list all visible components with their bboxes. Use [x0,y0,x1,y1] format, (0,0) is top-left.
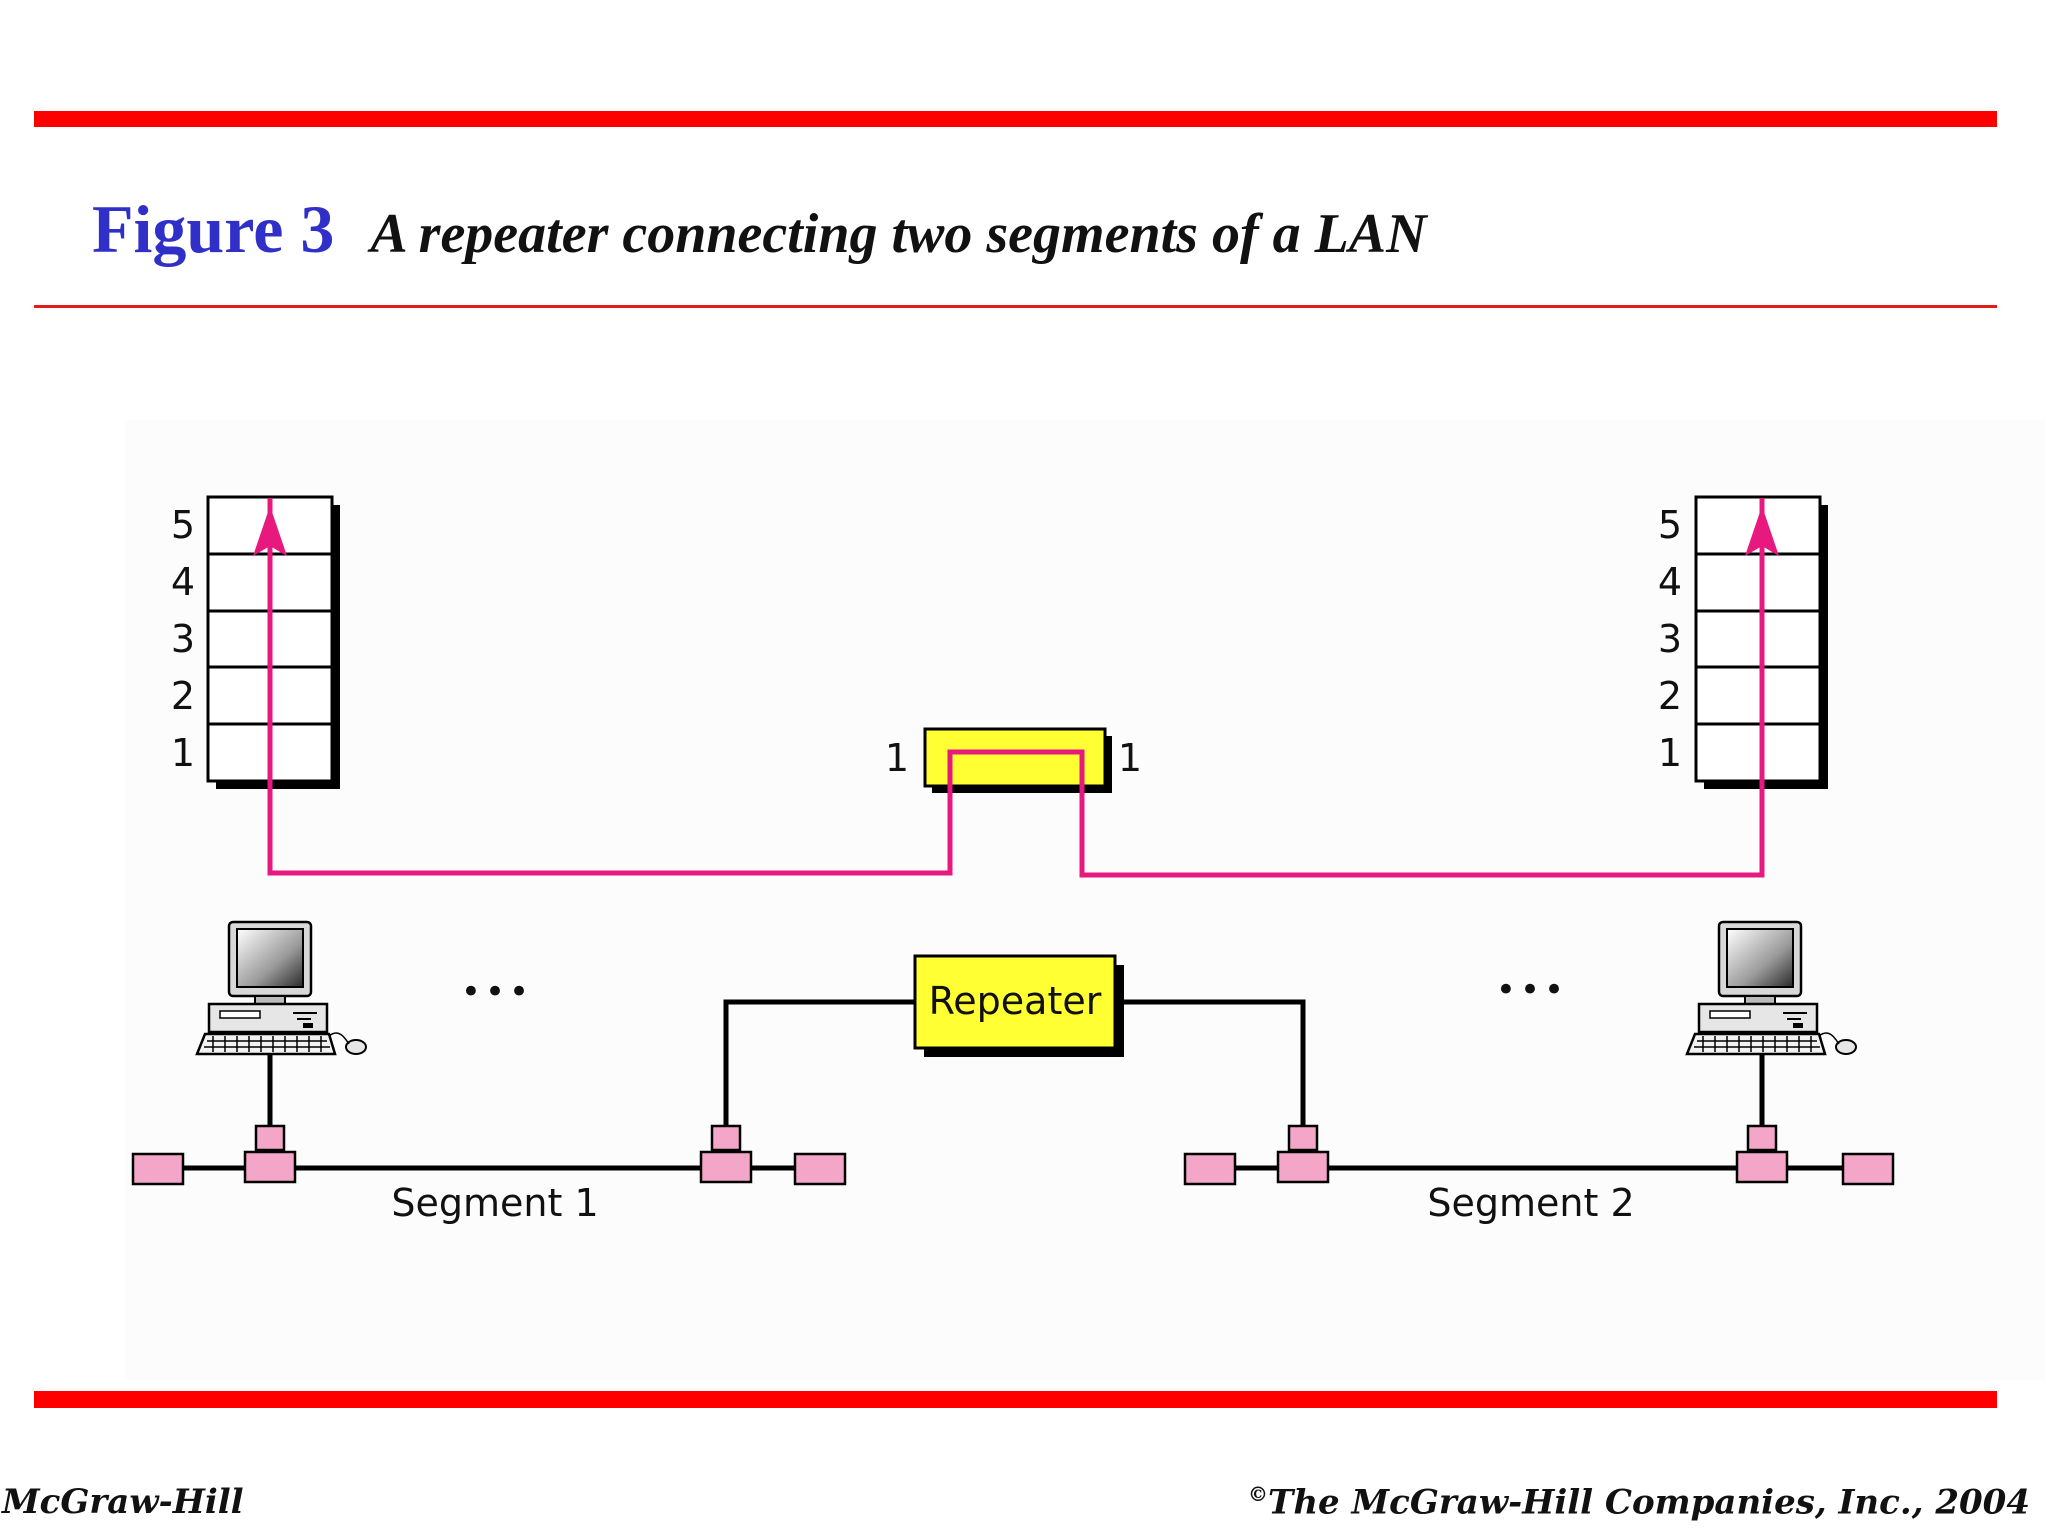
layer-1-label: 1 [1658,731,1682,775]
layer-2-label: 2 [171,674,195,718]
layer-3-label: 3 [171,617,195,661]
terminator [131,1152,185,1186]
repeater-label: Repeater [929,979,1102,1023]
up-arrow-icon [1745,506,1779,556]
repeater-layer-1-right-label: 1 [1118,736,1142,780]
copyright-notice: ©The McGraw-Hill Companies, Inc., 2004 [1248,1482,2030,1522]
segment-2-taps [1183,1124,1895,1186]
tap-connector [254,1124,286,1152]
data-flow-path [267,498,1765,878]
tap-connector [710,1124,742,1152]
tap-connector [1746,1124,1778,1152]
more-stations-ellipsis: ••• [1496,970,1568,1010]
layer-4-label: 4 [1658,560,1682,604]
segment-2-label: Segment 2 [1427,1181,1634,1225]
figure-caption: A repeater connecting two segments of a … [370,203,1427,265]
title-underline-rule [34,305,1997,308]
layer-4-label: 4 [171,560,195,604]
computer-icon [1685,920,1857,1056]
layer-1-label: 1 [171,731,195,775]
tap [699,1150,753,1184]
segment-1-taps [131,1124,847,1186]
tap-connector [1287,1124,1319,1152]
copyright-symbol: © [1248,1482,1269,1506]
layer-5-label: 5 [1658,503,1682,547]
tap [1735,1150,1789,1184]
terminator [793,1152,847,1186]
copyright-text: The McGraw-Hill Companies, Inc., 2004 [1268,1482,2030,1523]
terminator [1183,1152,1237,1186]
left-protocol-stack: 5 4 3 2 1 [171,495,340,789]
layer-3-label: 3 [1658,617,1682,661]
layer-5-label: 5 [171,503,195,547]
repeater-device: Repeater [913,954,1124,1057]
slide-title: Figure 3 A repeater connecting two segme… [92,190,1427,270]
tap [243,1150,297,1184]
more-stations-ellipsis: ••• [461,972,533,1012]
terminator [1841,1152,1895,1186]
repeater-layer-1-left-label: 1 [885,736,909,780]
publisher-logo: McGraw-Hill [2,1482,244,1522]
tap [1276,1150,1330,1184]
top-red-rule [34,111,1997,127]
figure-number: Figure 3 [92,191,335,267]
layer-2-label: 2 [1658,674,1682,718]
right-protocol-stack: 5 4 3 2 1 [1658,495,1828,789]
up-arrow-icon [253,506,287,556]
repeater-physical-layer: 1 1 [885,727,1142,793]
computer-icon [195,920,367,1056]
segment-1-label: Segment 1 [391,1181,598,1225]
bottom-red-rule [34,1391,1997,1408]
